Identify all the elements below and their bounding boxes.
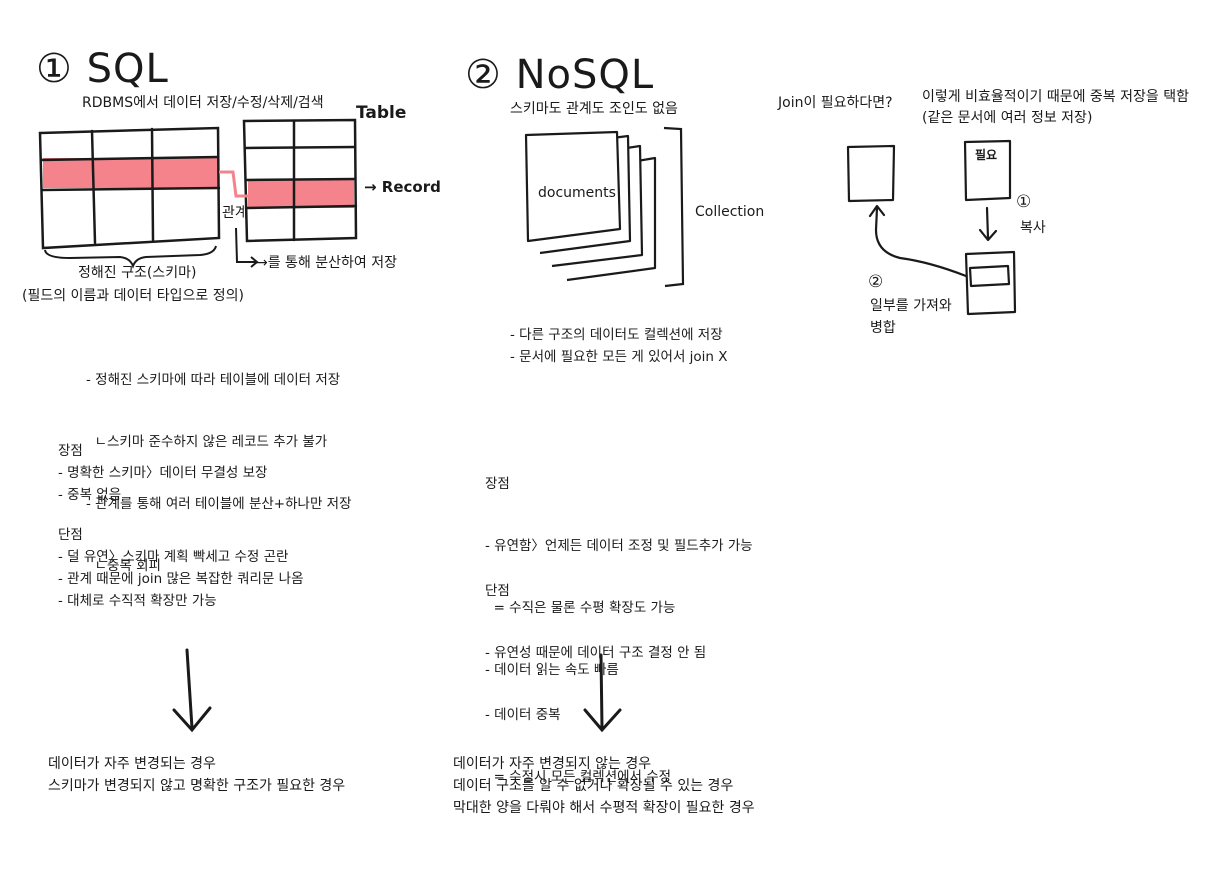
nosql-pros: 장점 - 유연함〉언제든 데이터 조정 및 필드추가 가능 = 수직은 물론 수… xyxy=(485,434,753,702)
nosql-conclusion-line: 데이터 구조를 알 수 없거나 확장될 수 있는 경우 xyxy=(453,778,734,794)
collection-label: Collection xyxy=(695,204,765,220)
documents-label: documents xyxy=(538,185,616,201)
step1-label: 복사 xyxy=(1020,220,1046,236)
sql-conclusion: 데이터가 자주 변경되는 경우 스키마가 변경되지 않고 명확한 구조가 필요한… xyxy=(48,754,345,798)
sql-cons: 단점 - 덜 유연〉스키마 계획 빡세고 수정 곤란 - 관계 때문에 join… xyxy=(58,525,304,613)
needed-doc xyxy=(963,139,1012,202)
sql-table-right xyxy=(242,118,358,243)
sql-title: ① SQL xyxy=(36,46,169,92)
sql-note: - 정해진 스키마에 따라 테이블에 데이터 저장 xyxy=(86,372,341,388)
sql-subtitle: RDBMS에서 데이터 저장/수정/삭제/검색 xyxy=(82,95,324,111)
merge-arrow xyxy=(868,204,968,278)
merged-doc xyxy=(964,250,1017,316)
merged-part xyxy=(968,264,1011,288)
sql-pro-item: - 중복 없음 xyxy=(58,487,122,503)
sql-conclusion-line: 스키마가 변경되지 않고 명확한 구조가 필요한 경우 xyxy=(48,778,346,794)
nosql-note: - 문서에 필요한 모든 게 있어서 join X xyxy=(510,349,728,365)
nosql-cons-title: 단점 xyxy=(485,583,510,599)
sql-cons-title: 단점 xyxy=(58,527,83,543)
copy-arrow xyxy=(978,206,998,242)
collection-bracket xyxy=(663,126,685,288)
nosql-con-item: = 수정시 모든 컬렉션에서 수정 xyxy=(485,769,672,785)
nosql-note: - 다른 구조의 데이터도 컬렉션에 저장 xyxy=(510,327,723,343)
sql-note: ㄴ중복 회피 xyxy=(86,558,161,574)
nosql-con-item: - 데이터 중복 xyxy=(485,707,561,723)
sql-con-item: - 관계 때문에 join 많은 복잡한 쿼리문 나옴 xyxy=(58,571,304,587)
relation-connector xyxy=(219,170,248,198)
nosql-subtitle: 스키마도 관계도 조인도 없음 xyxy=(510,101,678,117)
join-answer: 이렇게 비효율적이기 때문에 중복 저장을 택함 xyxy=(922,89,1189,105)
sql-pros-title: 장점 xyxy=(58,443,83,459)
sql-conclusion-arrow xyxy=(172,648,212,733)
relation-label: 관계 xyxy=(222,205,248,221)
sql-table-left xyxy=(38,126,221,250)
nosql-pros-title: 장점 xyxy=(485,476,510,492)
nosql-conclusion-line: 막대한 양을 다뤄야 해서 수평적 확장이 필요한 경우 xyxy=(453,800,755,816)
nosql-conclusion-arrow xyxy=(583,653,622,733)
target-doc xyxy=(846,144,896,203)
nosql-cons: 단점 - 유연성 때문에 데이터 구조 결정 안 됨 - 데이터 중복 = 수정… xyxy=(485,541,706,809)
schema-label: 정해진 구조(스키마) xyxy=(78,265,197,281)
step2-marker: ② xyxy=(868,272,884,292)
nosql-pro-item: - 데이터 읽는 속도 빠름 xyxy=(485,662,619,678)
record-label: → Record xyxy=(364,178,441,196)
sql-con-item: - 대체로 수직적 확장만 가능 xyxy=(58,593,217,609)
sql-notes: - 정해진 스키마에 따라 테이블에 데이터 저장 ㄴ스키마 준수하지 않은 레… xyxy=(86,330,352,598)
schema-definition: (필드의 이름과 데이터 타입으로 정의) xyxy=(22,288,244,304)
step2-label: 일부를 가져와 xyxy=(870,298,952,314)
relation-note: →를 통해 분산하여 저장 xyxy=(256,255,398,271)
relation-arrow xyxy=(235,227,259,268)
sql-note: ㄴ스키마 준수하지 않은 레코드 추가 불가 xyxy=(86,434,328,450)
sql-note: - 관계를 통해 여러 테이블에 분산+하나만 저장 xyxy=(86,496,352,512)
nosql-pro-item: = 수직은 물론 수평 확장도 가능 xyxy=(485,600,676,616)
nosql-notes: - 다른 구조의 데이터도 컬렉션에 저장 - 문서에 필요한 모든 게 있어서… xyxy=(510,325,728,369)
sql-pros: 장점 - 명확한 스키마〉데이터 무결성 보장 - 중복 없음 xyxy=(58,441,267,507)
nosql-documents xyxy=(524,130,657,282)
table-label: Table xyxy=(356,103,407,123)
schema-brace xyxy=(44,245,217,269)
sql-record-highlight-right xyxy=(248,180,354,208)
sql-pro-item: - 명확한 스키마〉데이터 무결성 보장 xyxy=(58,465,268,481)
step1-marker: ① xyxy=(1016,192,1032,212)
join-diagram xyxy=(846,139,1017,316)
sql-conclusion-line: 데이터가 자주 변경되는 경우 xyxy=(48,756,216,772)
needed-label: 필요 xyxy=(975,148,998,162)
nosql-conclusion: 데이터가 자주 변경되지 않는 경우 데이터 구조를 알 수 없거나 확장될 수… xyxy=(453,754,755,820)
nosql-pro-item: - 유연함〉언제든 데이터 조정 및 필드추가 가능 xyxy=(485,538,753,554)
sql-con-item: - 덜 유연〉스키마 계획 빡세고 수정 곤란 xyxy=(58,549,289,565)
join-question: Join이 필요하다면? xyxy=(778,95,893,111)
nosql-title: ② NoSQL xyxy=(465,52,655,98)
nosql-conclusion-line: 데이터가 자주 변경되지 않는 경우 xyxy=(453,756,652,772)
sql-record-highlight-left xyxy=(43,158,219,188)
nosql-con-item: - 유연성 때문에 데이터 구조 결정 안 됨 xyxy=(485,645,707,661)
join-answer-note: (같은 문서에 여러 정보 저장) xyxy=(922,110,1093,126)
step2-label-merge: 병합 xyxy=(870,320,896,336)
